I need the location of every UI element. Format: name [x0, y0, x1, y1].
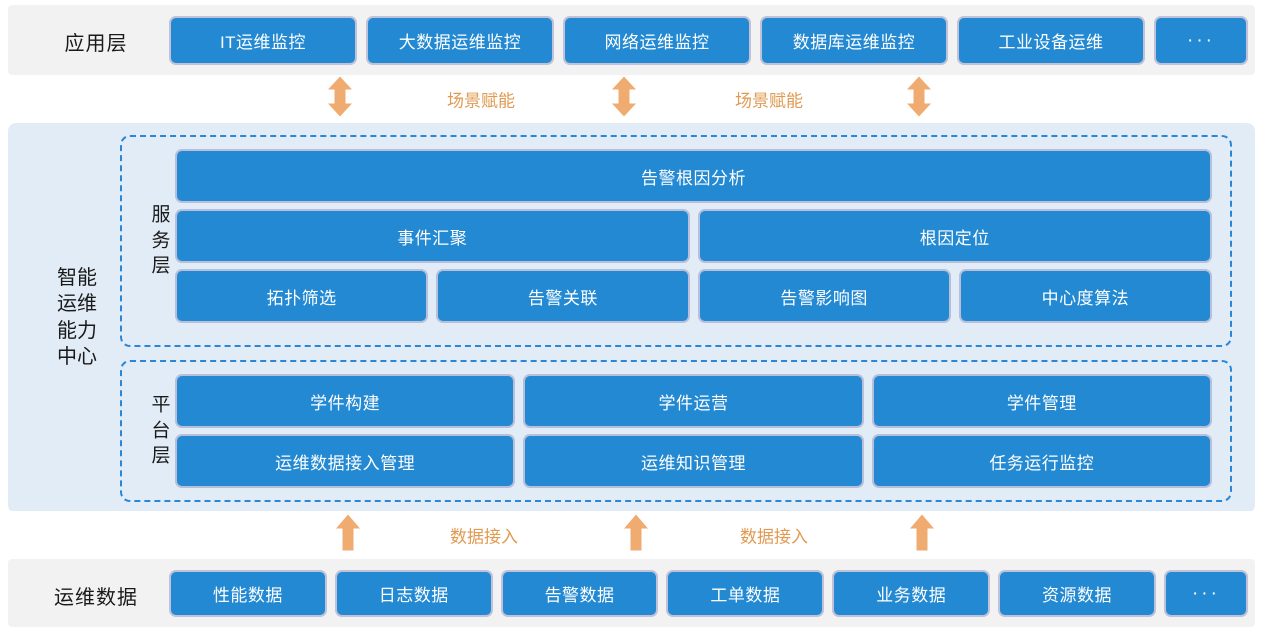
scene-empowerment-label-0: 场景赋能 — [447, 91, 515, 111]
service-chip-3-0[interactable]: 拓扑筛选 — [177, 271, 427, 321]
capability-center-label-line-3: 中心 — [57, 346, 97, 369]
capability-center-label-line-1: 运维 — [57, 293, 97, 316]
scene-empowerment-arrow-2 — [906, 76, 932, 122]
service-layer-label-line-2: 层 — [151, 255, 171, 277]
service-layer-label-line-0: 服 — [151, 204, 171, 226]
capability-center-label: 智能运维能力中心 — [32, 265, 122, 371]
ops-data-item-0[interactable]: 性能数据 — [171, 572, 325, 615]
service-chip-3-2[interactable]: 告警影响图 — [699, 271, 949, 321]
ops-data-item-2[interactable]: 告警数据 — [502, 572, 657, 615]
application-item-3[interactable]: 数据库运维监控 — [762, 18, 946, 63]
platform-layer-label-line-1: 台 — [151, 420, 171, 442]
service-chip-1-0[interactable]: 告警根因分析 — [177, 151, 1210, 201]
data-access-arrow-2 — [909, 514, 935, 556]
application-layer-items: IT运维监控大数据运维监控网络运维监控数据库运维监控工业设备运维 ··· — [171, 18, 1246, 63]
service-chip-2-0[interactable]: 事件汇聚 — [177, 211, 688, 261]
platform-layer-label-line-0: 平 — [151, 394, 171, 416]
data-access-connector: 数据接入 数据接入 — [0, 511, 1263, 559]
platform-layer-label: 平台层 — [144, 393, 178, 470]
platform-chip-2-2[interactable]: 任务运行监控 — [873, 436, 1210, 486]
application-layer-label: 应用层 — [64, 33, 128, 55]
ops-data-layer-items: 性能数据日志数据告警数据工单数据业务数据资源数据 ··· — [171, 572, 1246, 615]
platform-layer-rows: 学件构建学件运营学件管理 运维数据接入管理运维知识管理任务运行监控 — [177, 362, 1210, 500]
application-layer-band: 应用层 IT运维监控大数据运维监控网络运维监控数据库运维监控工业设备运维 ··· — [8, 5, 1255, 75]
capability-center-label-line-0: 智能 — [57, 267, 97, 290]
application-item-0[interactable]: IT运维监控 — [171, 18, 355, 63]
platform-chip-2-1[interactable]: 运维知识管理 — [525, 436, 862, 486]
application-item-1[interactable]: 大数据运维监控 — [368, 18, 552, 63]
service-row-3: 拓扑筛选告警关联告警影响图中心度算法 — [177, 271, 1210, 321]
service-row-2: 事件汇聚根因定位 — [177, 211, 1210, 261]
capability-center-label-line-2: 能力 — [57, 320, 97, 342]
scene-empowerment-arrow-0 — [327, 76, 353, 122]
data-access-arrow-0 — [335, 514, 361, 556]
service-chip-3-3[interactable]: 中心度算法 — [960, 271, 1210, 321]
capability-center-band: 智能运维能力中心 服务层 告警根因分析 事件汇聚根因定位 拓扑筛选告警关联告警影… — [8, 123, 1255, 513]
application-item-5[interactable]: ··· — [1156, 18, 1246, 63]
service-chip-2-1[interactable]: 根因定位 — [699, 211, 1210, 261]
ops-data-layer-band: 运维数据 性能数据日志数据告警数据工单数据业务数据资源数据 ··· — [8, 559, 1255, 627]
service-chip-3-1[interactable]: 告警关联 — [438, 271, 688, 321]
platform-chip-1-0[interactable]: 学件构建 — [177, 376, 514, 426]
platform-chip-1-1[interactable]: 学件运营 — [525, 376, 862, 426]
platform-layer-box: 平台层 学件构建学件运营学件管理 运维数据接入管理运维知识管理任务运行监控 — [120, 360, 1232, 502]
service-layer-rows: 告警根因分析 事件汇聚根因定位 拓扑筛选告警关联告警影响图中心度算法 — [177, 137, 1210, 345]
platform-chip-2-0[interactable]: 运维数据接入管理 — [177, 436, 514, 486]
scene-empowerment-label-1: 场景赋能 — [735, 91, 803, 111]
data-access-arrow-1 — [623, 514, 649, 556]
platform-row-2: 运维数据接入管理运维知识管理任务运行监控 — [177, 436, 1210, 486]
ops-data-item-6[interactable]: ··· — [1165, 572, 1246, 615]
platform-row-1: 学件构建学件运营学件管理 — [177, 376, 1210, 426]
service-layer-label-line-1: 务 — [151, 230, 171, 252]
data-access-label-0: 数据接入 — [450, 527, 518, 547]
service-layer-box: 服务层 告警根因分析 事件汇聚根因定位 拓扑筛选告警关联告警影响图中心度算法 — [120, 135, 1232, 347]
scene-empowerment-connector: 场景赋能 场景赋能 — [0, 75, 1263, 123]
scene-empowerment-arrow-1 — [611, 76, 637, 122]
ops-data-layer-label: 运维数据 — [54, 587, 138, 609]
application-item-4[interactable]: 工业设备运维 — [959, 18, 1143, 63]
service-layer-label: 服务层 — [144, 203, 178, 280]
ops-data-item-1[interactable]: 日志数据 — [336, 572, 491, 615]
service-row-1: 告警根因分析 — [177, 151, 1210, 201]
platform-chip-1-2[interactable]: 学件管理 — [873, 376, 1210, 426]
ops-data-item-5[interactable]: 资源数据 — [1000, 572, 1154, 615]
data-access-label-1: 数据接入 — [740, 527, 808, 547]
application-item-2[interactable]: 网络运维监控 — [565, 18, 749, 63]
ops-data-item-4[interactable]: 业务数据 — [834, 572, 989, 615]
platform-layer-label-line-2: 层 — [151, 445, 171, 467]
ops-data-item-3[interactable]: 工单数据 — [668, 572, 823, 615]
